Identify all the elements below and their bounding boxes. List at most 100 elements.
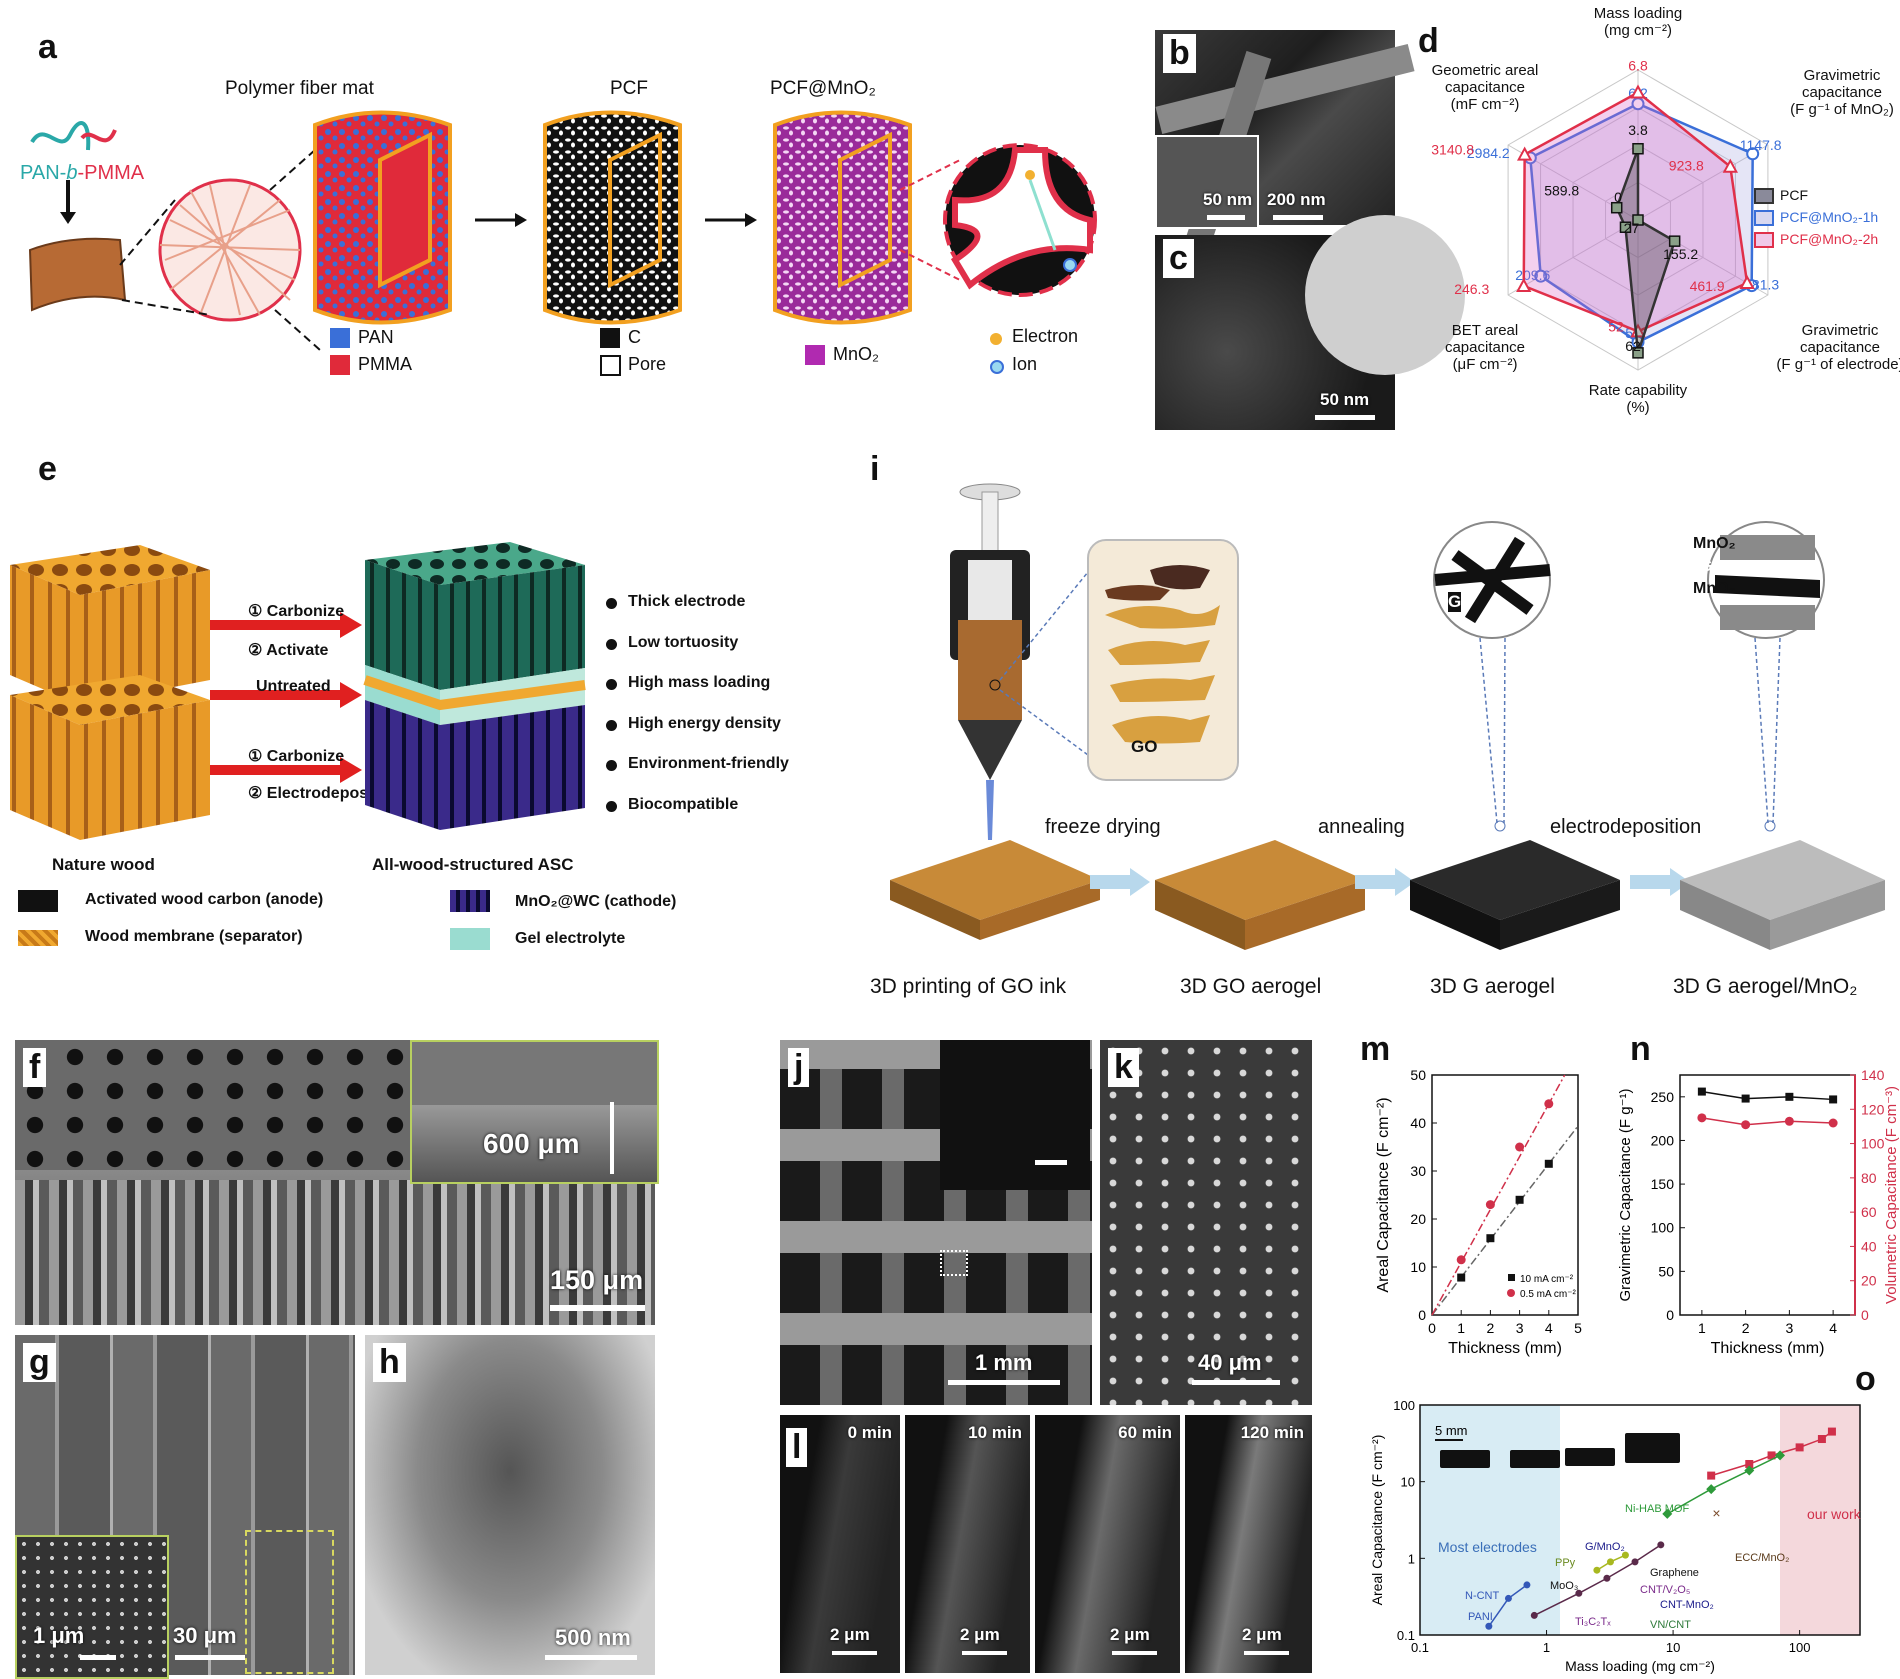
panel-f-inset [410, 1040, 659, 1184]
m-point [1485, 1200, 1495, 1210]
m-ytick-label: 50 [1410, 1067, 1426, 1083]
radar-value: 1147.8 [1740, 137, 1782, 153]
o-annotation: Most electrodes [1438, 1539, 1537, 1555]
n-xtick-label: 3 [1785, 1320, 1793, 1336]
panel-label-d: d [1418, 22, 1439, 60]
o-xtick-label: 10 [1666, 1640, 1680, 1655]
panel-label-k: k [1108, 1048, 1139, 1087]
feature-item: Environment-friendly [628, 755, 789, 772]
step-electrodeposition: electrodeposition [1550, 816, 1702, 838]
feature-item: High energy density [628, 714, 781, 732]
o-ylabel: Areal Capacitance (F cm⁻²) [1369, 1435, 1385, 1606]
m-point [1457, 1273, 1466, 1282]
m-xtick-label: 0 [1428, 1320, 1436, 1336]
m-xtick-label: 3 [1516, 1320, 1524, 1336]
o-point [1606, 1558, 1614, 1566]
o-point [1657, 1541, 1665, 1549]
m-frame [1431, 1074, 1579, 1316]
time-label: 10 min [968, 1423, 1022, 1442]
panel-label-g: g [23, 1343, 56, 1382]
radar-spoke [1507, 219, 1639, 296]
i-g-label: G [1448, 592, 1462, 612]
n-frame [1679, 1074, 1856, 1316]
stage-label-4: 3D G aerogel/MnO₂ [1673, 975, 1858, 998]
stage-label-3: 3D G aerogel [1430, 975, 1555, 998]
o-inset-sample [1565, 1448, 1615, 1466]
step-annealing: annealing [1318, 816, 1405, 838]
legend-swatch-pmma [330, 355, 350, 375]
panel-label-f: f [23, 1048, 47, 1087]
copolymer-pmma: -PMMA [77, 162, 145, 184]
scalebar-g-inset [80, 1655, 116, 1660]
copolymer-pan: PAN- [20, 162, 67, 184]
scale-label-j: 1 mm [975, 1350, 1033, 1375]
o-point [1827, 1427, 1836, 1436]
panel-b-inset [1155, 135, 1259, 229]
legend-awc: Activated wood carbon (anode) [85, 891, 324, 908]
o-annotation: N-CNT [1465, 1590, 1499, 1602]
o-point [1504, 1594, 1512, 1602]
m-legend-marker [1507, 1289, 1515, 1297]
o-inset-sample [1510, 1450, 1560, 1468]
scalebar-g [175, 1655, 245, 1660]
n-ylabel-left: Gravimetric Capacitance (F g⁻¹) [1617, 1089, 1634, 1302]
feature-bullet [606, 719, 617, 731]
n-point [1697, 1087, 1706, 1096]
radar-value: 923.8 [1669, 158, 1704, 174]
scalebar-j-inset [1035, 1160, 1067, 1165]
o-annotation: MoO₃ [1550, 1580, 1578, 1592]
n-ytick-right-label: 40 [1861, 1238, 1877, 1254]
n-point [1829, 1095, 1838, 1104]
o-point [1603, 1574, 1611, 1582]
o-annotation: PANI [1468, 1611, 1493, 1623]
scale-label: 2 μm [1110, 1625, 1150, 1644]
o-annotation: PPy [1555, 1557, 1576, 1569]
scale-label-f-inset: 600 μm [483, 1128, 580, 1159]
panel-g-image: g 1 μm 30 μm [15, 1335, 355, 1679]
n-ytick-left-label: 250 [1651, 1089, 1675, 1105]
o-annotation: VN/CNT [1650, 1619, 1691, 1631]
radar-point [1632, 214, 1644, 226]
legend-swatch-mno2wc [450, 890, 490, 912]
panel-e-asc-block [363, 542, 586, 830]
scale-label: 2 μm [1242, 1625, 1282, 1644]
m-xlabel: Thickness (mm) [1448, 1340, 1562, 1357]
o-point [1621, 1551, 1629, 1559]
panel-label-l: l [786, 1428, 808, 1467]
i-mno2-bot: MnO₂ [1693, 580, 1736, 597]
m-legend-label: 0.5 mA cm⁻² [1520, 1289, 1577, 1300]
scalebar [1244, 1651, 1289, 1655]
stage-label-2: 3D GO aerogel [1180, 975, 1322, 998]
legend-swatch-membrane [18, 930, 58, 946]
panel-f-image: f 600 μm 150 μm [15, 1040, 659, 1325]
panel-c-image: c 50 nm [1155, 215, 1465, 430]
o-point [1530, 1611, 1538, 1619]
radar-point [1516, 146, 1533, 161]
o-annotation: Ti₃C₂Tₓ [1575, 1616, 1611, 1628]
legend-c: C [628, 327, 641, 347]
feature-item: Biocompatible [628, 795, 739, 813]
o-inset-sample [1625, 1433, 1680, 1463]
m-xtick-label: 4 [1545, 1320, 1553, 1336]
scalebar [832, 1651, 877, 1655]
scalebar-f [550, 1305, 645, 1311]
n-xtick-label: 4 [1829, 1320, 1837, 1336]
step-freeze-drying: freeze drying [1045, 816, 1161, 838]
o-annotation: our work [1807, 1506, 1862, 1522]
panel-g-selection [245, 1530, 334, 1674]
radar-value: 3140.8 [1431, 142, 1474, 158]
radar-point [1534, 269, 1548, 283]
nature-wood-label: Nature wood [52, 855, 155, 874]
pcf-label: PCF [610, 78, 648, 99]
n-ytick-left-label: 0 [1666, 1307, 1674, 1323]
panel-label-m: m [1360, 1030, 1391, 1068]
scale-label: 2 μm [830, 1625, 870, 1644]
step-untreated: Untreated [256, 678, 331, 695]
legend-mno2: MnO₂ [833, 344, 879, 364]
radar-value: 2984.2 [1467, 145, 1510, 161]
legend-swatch-mno2 [805, 345, 825, 365]
o-point [1767, 1451, 1776, 1460]
